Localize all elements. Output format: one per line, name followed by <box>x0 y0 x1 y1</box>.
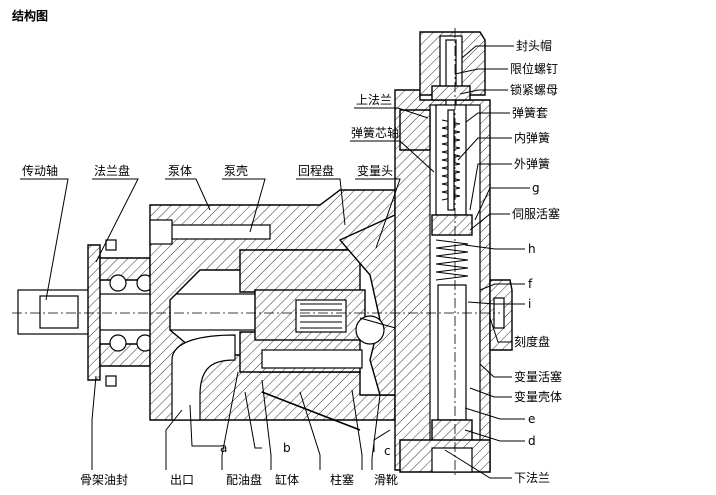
label-inner-spring: 内弹簧 <box>514 130 550 145</box>
spring-core-shaft <box>447 109 455 211</box>
plunger-rod <box>261 391 361 431</box>
label-seal-cap: 封头帽 <box>516 38 552 53</box>
label-variable-piston: 变量活塞 <box>514 369 562 384</box>
labels: 传动轴 法兰盘 泵体 泵壳 回程盘 变量头 弹簧芯轴 上法兰 封头帽 限位螺钉 … <box>22 38 562 487</box>
pump-drawing <box>12 28 513 478</box>
lock-nut <box>431 85 471 101</box>
label-outlet: 出口 <box>170 473 194 487</box>
label-shaft: 传动轴 <box>22 163 58 178</box>
servo-piston <box>431 214 473 236</box>
label-cylinder: 缸体 <box>275 472 299 487</box>
lower-plunger <box>261 349 363 369</box>
label-a: a <box>220 441 227 455</box>
outlet-port <box>171 334 236 421</box>
label-lower-flange: 下法兰 <box>514 471 550 485</box>
label-flange-plate: 法兰盘 <box>94 163 130 178</box>
label-servo-piston: 伺服活塞 <box>512 206 560 221</box>
label-variable-housing: 变量壳体 <box>514 389 562 404</box>
bearing-bottom <box>109 334 127 352</box>
label-d: d <box>528 434 536 448</box>
label-spring-sleeve: 弹簧套 <box>512 105 548 120</box>
flange-plate <box>87 244 101 381</box>
label-pump-body: 泵体 <box>168 164 192 178</box>
label-plunger: 柱塞 <box>330 472 354 487</box>
label-limit-screw: 限位螺钉 <box>510 61 558 76</box>
label-spring-core-shaft: 弹簧芯轴 <box>351 125 399 140</box>
label-c: c <box>384 444 391 458</box>
variable-piston <box>437 284 467 421</box>
label-lock-nut: 锁紧螺母 <box>510 82 558 97</box>
label-skeleton-seal: 骨架油封 <box>80 473 128 487</box>
label-variable-head: 变量头 <box>357 163 393 178</box>
diagram-title: 结构图 <box>12 8 48 23</box>
label-g: g <box>532 181 540 195</box>
label-f: f <box>528 277 533 291</box>
label-upper-flange: 上法兰 <box>356 93 392 107</box>
label-outer-spring: 外弹簧 <box>514 156 550 171</box>
upper-flange <box>399 109 431 151</box>
label-dial: 刻度盘 <box>514 334 550 349</box>
leader-lines <box>20 45 530 479</box>
label-slipper: 滑靴 <box>374 473 398 487</box>
label-i: i <box>528 297 531 311</box>
label-return-plate: 回程盘 <box>298 163 334 178</box>
label-e: e <box>528 412 535 426</box>
outer-spring <box>435 239 469 281</box>
label-b: b <box>283 441 291 455</box>
label-pump-shell: 泵壳 <box>224 164 248 178</box>
slipper-ball <box>355 315 385 345</box>
label-valve-plate: 配油盘 <box>226 472 262 487</box>
pump-shell <box>239 249 361 293</box>
bearing-top <box>109 274 127 292</box>
label-h: h <box>528 242 536 256</box>
top-bolt <box>159 224 271 240</box>
